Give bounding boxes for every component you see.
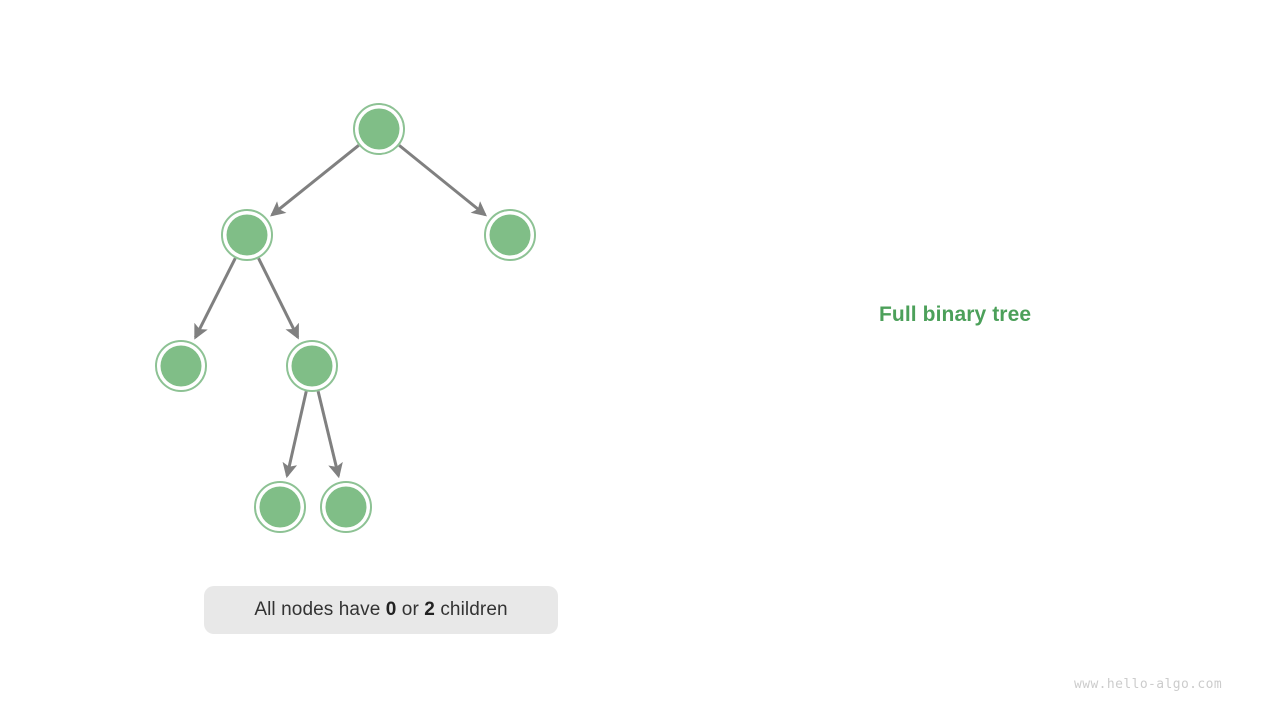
tree-node[interactable] (155, 340, 207, 392)
node-body (325, 486, 367, 528)
tree-edge (194, 257, 237, 340)
node-outer-ring (254, 481, 306, 533)
tree-node[interactable] (286, 340, 338, 392)
node-body (226, 214, 268, 256)
node-inner-ring (486, 211, 534, 259)
caption-label: All nodes have 0 or 2 children (254, 599, 507, 621)
node-outer-ring (320, 481, 372, 533)
tree-edge (398, 144, 487, 217)
page-title: Full binary tree (879, 303, 1032, 326)
tree-node[interactable] (320, 481, 372, 533)
node-body (259, 486, 301, 528)
caption-middle: or (396, 599, 425, 620)
caption-prefix: All nodes have (254, 599, 386, 620)
tree-edge (282, 391, 308, 479)
node-body (489, 214, 531, 256)
tree-node[interactable] (254, 481, 306, 533)
node-outer-ring (221, 209, 273, 261)
tree-edge-layer (194, 144, 487, 479)
tree-edge (316, 390, 343, 479)
node-outer-ring (155, 340, 207, 392)
caption-bold-two: 2 (424, 599, 435, 620)
watermark: www.hello-algo.com (1074, 677, 1223, 692)
node-outer-ring (353, 103, 405, 155)
tree-node-layer (155, 103, 536, 533)
node-body (291, 345, 333, 387)
tree-edge (270, 144, 360, 217)
node-inner-ring (288, 342, 336, 390)
tree-node[interactable] (484, 209, 536, 261)
caption-bold-zero: 0 (385, 599, 397, 620)
node-body (160, 345, 202, 387)
node-inner-ring (223, 211, 271, 259)
node-inner-ring (355, 105, 403, 153)
node-inner-ring (256, 483, 304, 531)
node-outer-ring (286, 340, 338, 392)
tree-edge (257, 257, 300, 340)
node-inner-ring (322, 483, 370, 531)
node-outer-ring (484, 209, 536, 261)
node-body (358, 108, 400, 150)
caption-badge: All nodes have 0 or 2 children (204, 586, 558, 634)
node-inner-ring (157, 342, 205, 390)
tree-node[interactable] (221, 209, 273, 261)
caption-suffix: children (434, 599, 508, 620)
tree-node[interactable] (353, 103, 405, 155)
